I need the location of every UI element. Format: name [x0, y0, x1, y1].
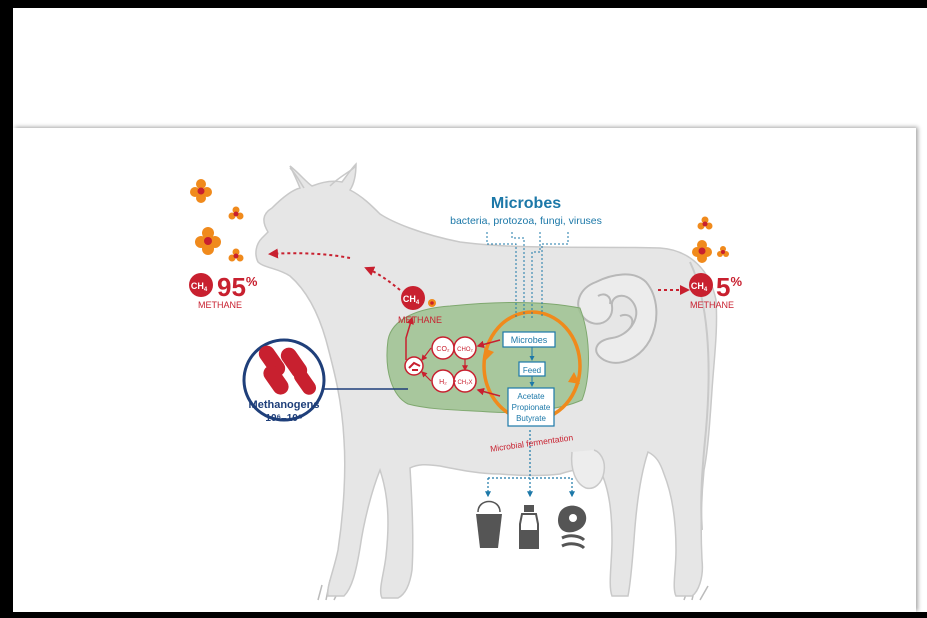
microbes-title: Microbes	[491, 195, 561, 212]
reaction-co2: CO₂	[436, 346, 450, 353]
svg-text:5%: 5%	[716, 272, 742, 302]
meat-icon	[558, 506, 586, 548]
methanogens-title: Methanogens	[249, 399, 320, 411]
rumen-vfa-propionate: Propionate	[512, 403, 551, 412]
methane-molecule-small	[428, 299, 436, 307]
front-percent-sign: %	[246, 274, 258, 289]
rear-percent: 5	[716, 272, 730, 302]
microbes-subtitle: bacteria, protozoa, fungi, viruses	[450, 215, 602, 227]
rumen-microbes-label: Microbes	[511, 335, 548, 345]
front-percent: 95	[217, 272, 246, 302]
rumen-feed-label: Feed	[523, 366, 541, 375]
front-ch4-label: CH	[191, 281, 204, 291]
rear-ch4-label: CH	[691, 281, 704, 291]
reaction-cho2: CHO₂	[457, 347, 473, 353]
methane-molecules-front	[190, 179, 244, 262]
rear-methane-label: METHANE	[690, 300, 734, 310]
front-methane-label: METHANE	[198, 300, 242, 310]
reaction-h2: H₂	[439, 379, 447, 386]
rear-percent-sign: %	[730, 274, 742, 289]
svg-text:95%: 95%	[217, 272, 258, 302]
milk-bottle-icon	[520, 505, 538, 548]
rumen-vfa-butyrate: Butyrate	[516, 414, 546, 423]
methanogens-count: 10⁶–10⁸	[265, 413, 302, 424]
throat-ch4-label: CH	[403, 294, 416, 304]
milk-bucket-icon	[476, 502, 502, 549]
methane-molecules-rear	[692, 217, 729, 264]
throat-methane-label: METHANE	[398, 315, 442, 325]
reaction-ch3x: CH₃X	[457, 380, 472, 386]
rumen-vfa-acetate: Acetate	[517, 392, 545, 401]
